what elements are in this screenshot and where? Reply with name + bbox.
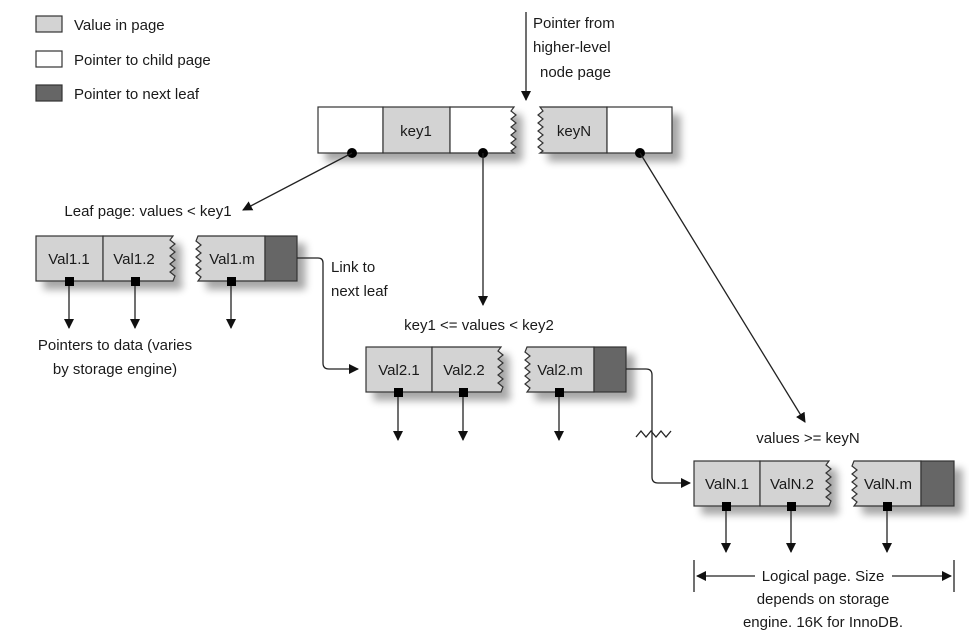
legend-swatch-next <box>35 84 63 102</box>
link-label-line: next leaf <box>331 283 389 300</box>
leaf-value-label: ValN.1 <box>705 476 749 493</box>
data-pointer-square <box>394 388 403 397</box>
leaf-value-label: Val1.2 <box>113 251 154 268</box>
root-keyN-cell <box>537 106 608 154</box>
leaf-page-label: key1 <= values < key2 <box>404 317 554 334</box>
leaf-page-N: values >= keyN ValN.1 ValN.2 ValN.m <box>693 430 955 553</box>
leaf-value-label: ValN.m <box>864 476 912 493</box>
legend-label: Pointer to child page <box>74 52 211 69</box>
next-leaf-pointer-cell <box>920 460 955 507</box>
legend-swatch-value <box>35 15 63 33</box>
legend-item-pointer: Pointer to child page <box>35 50 211 69</box>
next-leaf-pointer-cell <box>593 346 627 393</box>
data-pointer-square <box>722 502 731 511</box>
logical-page-dimension: Logical page. Size depends on storage en… <box>693 560 955 631</box>
legend-item-next: Pointer to next leaf <box>35 84 200 103</box>
incoming-pointer: Pointer from higher-level node page <box>521 12 615 101</box>
legend-swatch-pointer <box>35 50 63 68</box>
pointer-arrow-leaf1 <box>242 152 353 211</box>
next-leaf-link <box>297 257 359 374</box>
data-pointer-note: Pointers to data (varies <box>38 337 192 354</box>
logical-page-note: Logical page. Size <box>762 568 885 585</box>
break-symbol-icon <box>635 429 672 439</box>
link-label-line: Link to <box>331 259 375 276</box>
data-pointer-square <box>883 502 892 511</box>
leaf-value-cell <box>365 346 433 393</box>
root-child-pointer <box>449 106 517 154</box>
leaf-value-label: Val2.2 <box>443 362 484 379</box>
incoming-label-line: Pointer from <box>533 15 615 32</box>
root-key-label: key1 <box>400 123 432 140</box>
logical-page-note: engine. 16K for InnoDB. <box>743 614 903 631</box>
leaf-value-cell <box>851 460 922 507</box>
incoming-label-line: node page <box>540 64 611 81</box>
leaf-value-label: Val2.m <box>537 362 583 379</box>
leaf-page-1: Leaf page: values < key1 Val1.1 Val1.2 V… <box>35 203 298 378</box>
logical-page-note: depends on storage <box>757 591 890 608</box>
data-pointer-square <box>227 277 236 286</box>
leaf-value-label: Val2.1 <box>378 362 419 379</box>
root-child-pointer <box>606 106 673 154</box>
next-leaf-pointer-cell <box>264 235 298 282</box>
data-pointer-square <box>787 502 796 511</box>
leaf-value-cell <box>195 235 266 282</box>
data-pointer-square <box>131 277 140 286</box>
legend-item-value: Value in page <box>35 15 165 34</box>
legend: Value in page Pointer to child page Poin… <box>35 15 211 103</box>
data-pointer-note: by storage engine) <box>53 361 177 378</box>
leaf-page-2: key1 <= values < key2 Val2.1 Val2.2 Val2… <box>365 317 627 441</box>
leaf-value-label: Val1.m <box>209 251 255 268</box>
pointer-arrow-leafN <box>639 152 806 423</box>
leaf-value-cell <box>431 346 504 393</box>
leaf-page-label: values >= keyN <box>756 430 859 447</box>
leaf-value-cell <box>524 346 595 393</box>
leaf-page-label: Leaf page: values < key1 <box>64 203 231 220</box>
leaf-value-cell <box>759 460 832 507</box>
legend-label: Pointer to next leaf <box>74 86 200 103</box>
next-leaf-link <box>626 368 691 488</box>
leaf-value-label: ValN.2 <box>770 476 814 493</box>
data-pointer-square <box>65 277 74 286</box>
incoming-label-line: higher-level <box>533 39 611 56</box>
root-child-pointer <box>317 106 384 154</box>
leaf-value-label: Val1.1 <box>48 251 89 268</box>
legend-label: Value in page <box>74 17 165 34</box>
data-pointer-square <box>459 388 468 397</box>
root-node: key1 keyN <box>317 106 673 158</box>
root-key-label: keyN <box>557 123 591 140</box>
leaf-value-cell <box>102 235 176 282</box>
data-pointer-square <box>555 388 564 397</box>
